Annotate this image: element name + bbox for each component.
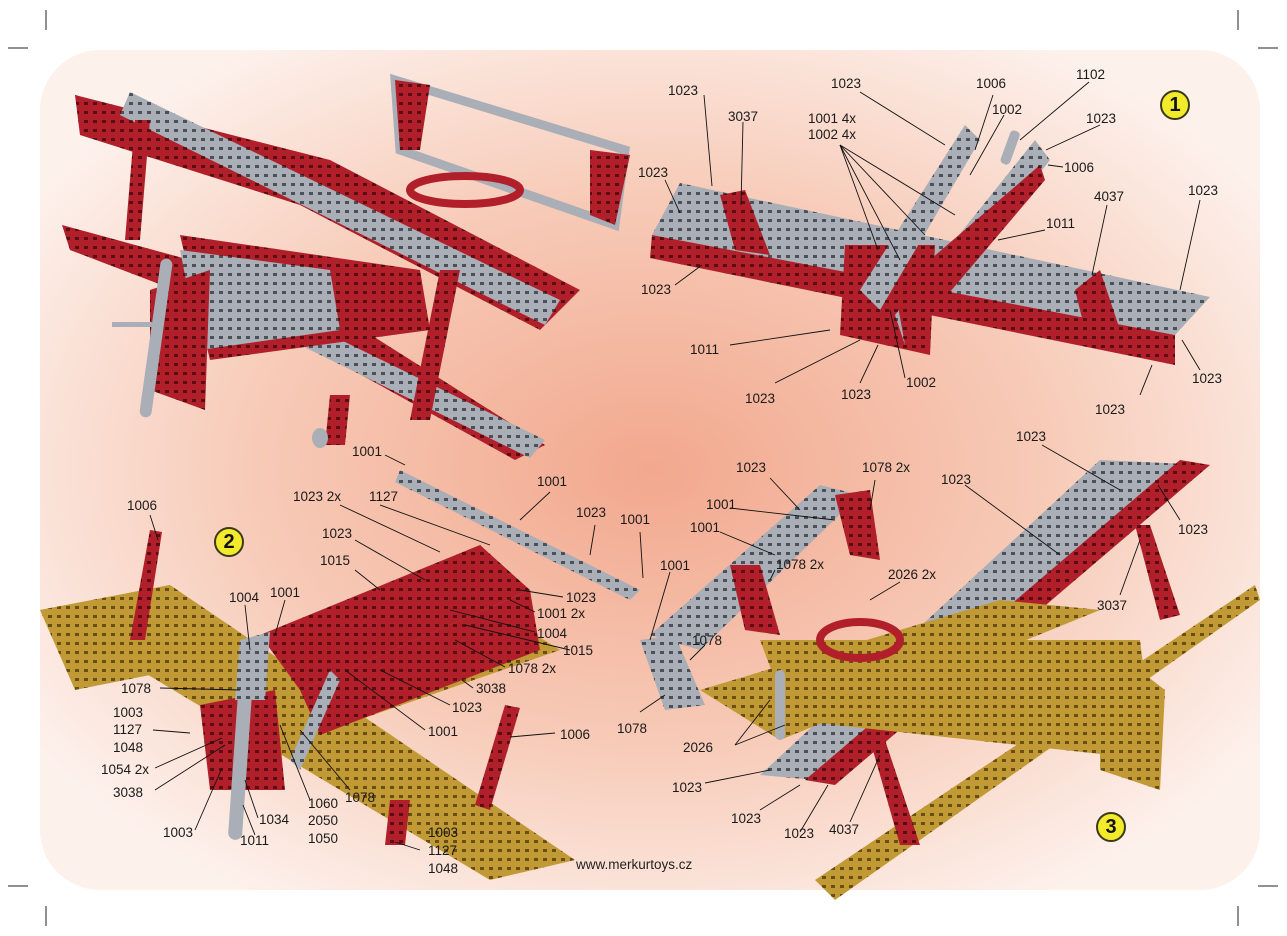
part-label: 1023 bbox=[1192, 371, 1223, 386]
part-label: 1050 bbox=[308, 831, 339, 846]
step-2-badge: 2 bbox=[214, 527, 244, 557]
part-label: 1003 bbox=[428, 825, 459, 840]
part-label: 1048 bbox=[113, 740, 144, 755]
part-label: 1034 bbox=[259, 812, 290, 827]
part-label: 1003 bbox=[163, 825, 194, 840]
part-label: 1023 bbox=[1086, 111, 1117, 126]
part-label: 1023 bbox=[576, 505, 607, 520]
part-label: 1023 bbox=[831, 76, 862, 91]
part-label: 1127 bbox=[113, 722, 143, 737]
part-label: 1001 bbox=[270, 585, 301, 600]
part-label: 1023 bbox=[745, 391, 776, 406]
part-label: 1023 bbox=[841, 387, 872, 402]
part-label: 1023 bbox=[941, 472, 972, 487]
part-label: 4037 bbox=[1094, 189, 1125, 204]
part-label: 4037 bbox=[829, 822, 860, 837]
part-label: 1001 bbox=[352, 444, 383, 459]
part-label: 3037 bbox=[728, 109, 759, 124]
part-label: 3038 bbox=[113, 785, 144, 800]
part-label: 1023 bbox=[1178, 522, 1209, 537]
part-label: 1078 bbox=[617, 721, 648, 736]
part-label: 1003 bbox=[113, 705, 144, 720]
part-label: 1001 bbox=[706, 497, 737, 512]
step-1-illustration bbox=[650, 125, 1210, 365]
step-2-illustration bbox=[40, 470, 640, 880]
part-label: 1001 bbox=[690, 520, 721, 535]
part-label: 1001 bbox=[428, 724, 459, 739]
part-label: 1054 2x bbox=[101, 762, 150, 777]
part-label: 1002 bbox=[906, 375, 937, 390]
part-label: 1078 2x bbox=[508, 661, 557, 676]
part-label: 1011 bbox=[690, 342, 720, 357]
part-label: 1023 bbox=[672, 780, 703, 795]
crop-marks bbox=[8, 10, 1278, 926]
part-label: 1127 bbox=[369, 489, 399, 504]
part-label: 1004 bbox=[229, 590, 260, 605]
part-label: 1015 bbox=[320, 553, 351, 568]
part-label: 1078 2x bbox=[776, 557, 825, 572]
part-label: 1023 bbox=[638, 165, 669, 180]
part-label: 1015 bbox=[563, 643, 594, 658]
part-label: 1004 bbox=[537, 626, 568, 641]
part-label: 1002 4x bbox=[808, 127, 857, 142]
part-label: 1023 bbox=[641, 282, 672, 297]
part-label: 2050 bbox=[308, 813, 339, 828]
part-label: 1006 bbox=[976, 76, 1007, 91]
part-label: 1023 bbox=[566, 590, 597, 605]
step-3-illustration bbox=[640, 460, 1260, 900]
part-label: 1023 bbox=[1095, 402, 1126, 417]
part-label: 1023 bbox=[1188, 183, 1219, 198]
part-label: 1002 bbox=[992, 102, 1023, 117]
part-label: 1023 bbox=[784, 826, 815, 841]
part-label: 1078 2x bbox=[862, 460, 911, 475]
leader-lines bbox=[149, 81, 1201, 851]
part-label: 1048 bbox=[428, 861, 459, 876]
part-label: 1023 bbox=[452, 700, 483, 715]
part-label: 1011 bbox=[240, 833, 270, 848]
part-label: 1001 2x bbox=[537, 606, 586, 621]
part-label: 1006 bbox=[127, 498, 158, 513]
part-label: 1127 bbox=[428, 843, 458, 858]
part-label: 1023 bbox=[322, 526, 353, 541]
part-label: 1001 bbox=[537, 474, 568, 489]
part-label: 1023 bbox=[731, 811, 762, 826]
part-label: 3038 bbox=[476, 681, 507, 696]
website-url: www.merkurtoys.cz bbox=[576, 857, 693, 872]
part-label: 1001 bbox=[660, 558, 691, 573]
part-label: 1023 bbox=[736, 460, 767, 475]
part-label: 2026 bbox=[683, 740, 714, 755]
part-label: 1023 bbox=[668, 83, 699, 98]
part-label: 1001 bbox=[620, 512, 651, 527]
part-label: 1001 4x bbox=[808, 111, 857, 126]
step-1-badge: 1 bbox=[1160, 90, 1190, 120]
part-label: 3037 bbox=[1097, 598, 1128, 613]
part-label: 1078 bbox=[692, 633, 723, 648]
part-label: 1102 bbox=[1076, 67, 1106, 82]
biplane-complete-illustration bbox=[62, 73, 630, 460]
part-label: 1006 bbox=[1064, 160, 1095, 175]
part-label: 1078 bbox=[121, 681, 152, 696]
step-3-badge: 3 bbox=[1096, 812, 1126, 842]
part-label: 1006 bbox=[560, 727, 591, 742]
part-label: 1023 2x bbox=[293, 489, 342, 504]
part-label: 2026 2x bbox=[888, 567, 937, 582]
part-label: 1060 bbox=[308, 796, 339, 811]
part-label: 1078 bbox=[345, 790, 376, 805]
part-label: 1023 bbox=[1016, 429, 1047, 444]
part-label: 1011 bbox=[1046, 216, 1076, 231]
